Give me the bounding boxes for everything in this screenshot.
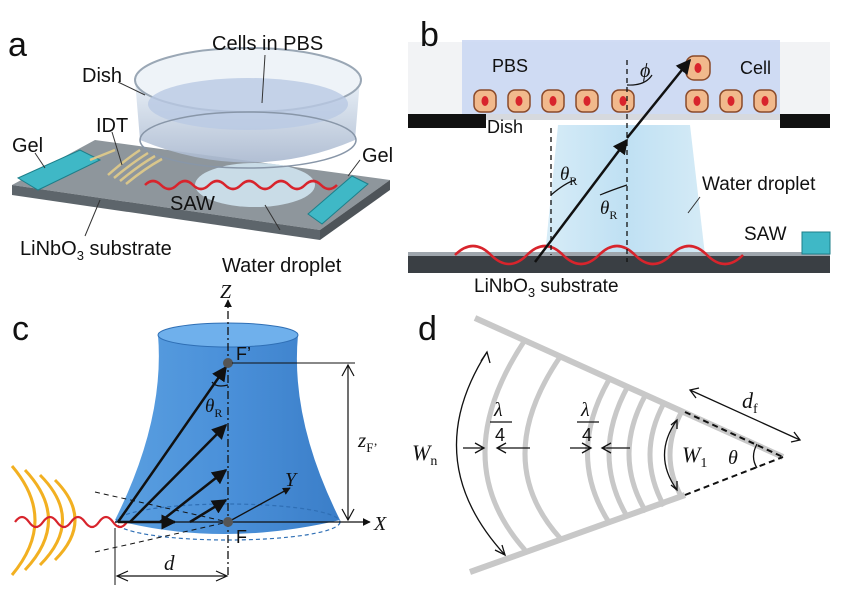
df-label: df [742, 388, 758, 417]
df-dimension [689, 389, 801, 441]
petri-dish [134, 47, 362, 169]
theta-r-label-2: θR [600, 198, 617, 222]
z-axis-label: Z [220, 281, 232, 303]
theta-r-label-1: θR [560, 164, 577, 188]
cell [685, 89, 709, 113]
d-label: d [164, 551, 175, 575]
saw-wave-b [454, 244, 744, 266]
panel-a: a [8, 26, 393, 277]
cell-label: Cell [740, 58, 771, 78]
substrate-label-b: LiNbO3 substrate [474, 276, 619, 300]
theta-arc-1 [550, 179, 576, 196]
panel-a-leaders [34, 54, 361, 237]
water-droplet-a [195, 163, 315, 207]
idt-label: IDT [96, 115, 128, 137]
lambda-left-denominator: 4 [495, 425, 505, 445]
rays-c [116, 365, 228, 530]
gel-right [307, 175, 369, 225]
saw-label-b: SAW [744, 224, 787, 245]
lambda-right-numerator: λ [580, 399, 590, 421]
substrate-slab-edge [12, 185, 320, 240]
dish-label-a: Dish [82, 65, 122, 87]
cells-row [473, 55, 777, 113]
substrate-label-a: LiNbO3 substrate [20, 238, 172, 263]
dish-top-b [408, 0, 830, 42]
theta-arc-2 [599, 184, 628, 196]
saw-wave-a [144, 179, 338, 191]
f-prime-label: F’ [236, 344, 251, 364]
zf-label: zF’ [357, 428, 378, 455]
cell-ejected [685, 55, 711, 81]
gel-left [16, 149, 102, 191]
dish-bottom-glass [486, 114, 780, 120]
cell [507, 89, 531, 113]
refracted-ray-b [534, 138, 628, 263]
substrate-b [408, 255, 830, 273]
cell [541, 89, 565, 113]
water-droplet-label-a: Water droplet [222, 255, 342, 277]
dish-bottom-right [780, 114, 830, 128]
focal-point-f [223, 517, 233, 527]
gel-block-b [801, 231, 831, 255]
panel-c: c Z F’ θR zF’ Y X F d [10, 281, 387, 585]
substrate-slab-side [320, 180, 390, 240]
idt-arcs-c [10, 465, 77, 576]
idt-outer-arcs [482, 338, 563, 552]
cell [753, 89, 777, 113]
dish-label-b: Dish [487, 117, 523, 137]
y-axis [227, 487, 291, 523]
dish-bottom-left [408, 114, 486, 128]
panel-d-letter: d [418, 310, 437, 348]
saw-wave-c [14, 515, 128, 529]
idt-electrode [89, 148, 163, 185]
focal-point-f-prime [223, 358, 233, 368]
cell [473, 89, 497, 113]
panel-b: b PBS ϕ Cell Dish θR θR Water droplet SA… [408, 0, 831, 300]
transmitted-ray-b [626, 58, 691, 139]
cell [719, 89, 743, 113]
f-label: F [236, 527, 247, 547]
gel-right-label: Gel [362, 145, 393, 167]
phi-arc [626, 74, 653, 86]
gel-left-label: Gel [12, 135, 43, 157]
saw-label-a: SAW [170, 193, 215, 215]
x-axis-label: X [373, 513, 387, 535]
water-droplet-label-b: Water droplet [702, 174, 816, 195]
lambda-right-denominator: 4 [582, 425, 592, 445]
w1-arc [664, 419, 678, 491]
pbs-label: PBS [492, 56, 528, 76]
water-droplet-b [545, 125, 705, 255]
panel-c-letter: c [12, 310, 29, 348]
wn-arc [455, 351, 506, 556]
cell [575, 89, 599, 113]
panel-d: d λ 4 λ 4 Wn W1 θ df [412, 310, 802, 575]
panel-a-letter: a [8, 26, 27, 64]
panel-b-letter: b [420, 16, 439, 54]
wn-label: Wn [412, 440, 437, 469]
theta-arc-c [211, 381, 229, 387]
theta-r-label-c: θR [205, 396, 222, 420]
cell [611, 89, 635, 113]
theta-arc-d [752, 443, 758, 469]
idt-inner-arcs [585, 376, 685, 526]
sector-edge-bottom [468, 492, 687, 575]
w1-label: W1 [682, 442, 707, 471]
cells-in-pbs-label: Cells in PBS [212, 33, 323, 55]
lambda-left-numerator: λ [493, 399, 503, 421]
y-axis-label: Y [285, 469, 298, 491]
phi-label: ϕ [640, 60, 650, 82]
theta-label-d: θ [728, 447, 738, 469]
